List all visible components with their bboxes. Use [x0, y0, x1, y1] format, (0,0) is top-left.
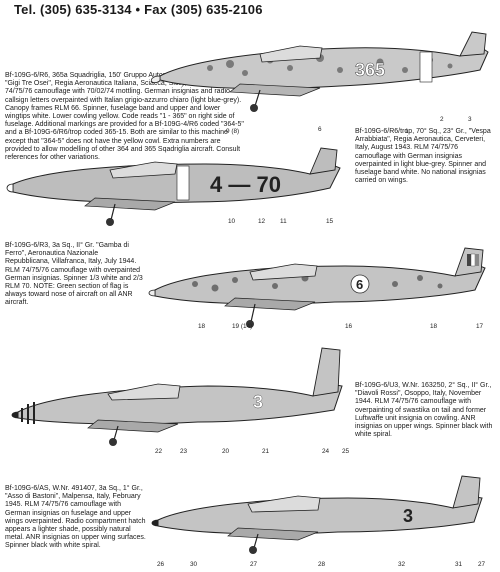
profile-5-code: 3	[403, 506, 413, 526]
callout: 28	[318, 561, 326, 568]
callout: 23	[180, 448, 188, 455]
callout: 24	[322, 448, 330, 455]
callout: 10	[228, 218, 236, 225]
profile-5-aircraft: 3	[151, 475, 483, 554]
callout: 18	[198, 323, 206, 330]
callout: 17	[476, 323, 484, 330]
callout: 21	[262, 448, 270, 455]
callout: 3	[468, 116, 472, 123]
callout: 6	[318, 126, 322, 133]
callout: 1	[405, 128, 409, 135]
callout: 18	[430, 323, 438, 330]
header-contact: Tel. (305) 635-3134 • Fax (305) 635-2106	[14, 2, 263, 17]
callout: 22	[155, 448, 163, 455]
callout: 32	[398, 561, 406, 568]
callout: 30	[190, 561, 198, 568]
profile-3-code: 6	[356, 277, 363, 292]
callout: 9 (8)	[226, 128, 240, 135]
callout: 11	[280, 218, 287, 225]
callout: 31	[455, 561, 463, 568]
profile-5-description: Bf-109G-6/AS, W.Nr. 491407, 3a Sq., 1° G…	[5, 485, 146, 550]
profile-2-aircraft: 4 — 70	[6, 147, 341, 226]
callout: 16	[345, 323, 353, 330]
callout: 12	[258, 218, 266, 225]
profile-1-aircraft: 365	[150, 31, 489, 112]
profile-4-description: Bf-109G-6/U3, W.Nr. 163250, 2° Sq., II° …	[355, 382, 493, 439]
profile-1-description: Bf-109G-6/R6, 365a Squadriglia, 150' Gru…	[5, 72, 244, 162]
profile-2-code: 4 — 70	[210, 172, 281, 197]
callout: 26	[157, 561, 165, 568]
profile-3-aircraft: 6	[148, 247, 486, 328]
profile-4-code: 3	[253, 392, 263, 412]
profile-3-description: Bf-109G-6/R3, 3a Sq., II° Gr. "Gamba di …	[5, 242, 143, 307]
callout: 19 (14)	[232, 323, 253, 330]
callout: 20	[222, 448, 230, 455]
callout: 27	[250, 561, 258, 568]
callout: 25	[342, 448, 350, 455]
profile-2-description: Bf-109G-6/R6/trop, 70° Sq., 23° Gr., "Ve…	[355, 128, 491, 185]
profile-4-aircraft: 3	[11, 347, 343, 446]
callout: 2	[440, 116, 444, 123]
callout: 15	[326, 218, 334, 225]
profile-1-code: 365	[355, 60, 385, 80]
callout: 27	[478, 561, 486, 568]
